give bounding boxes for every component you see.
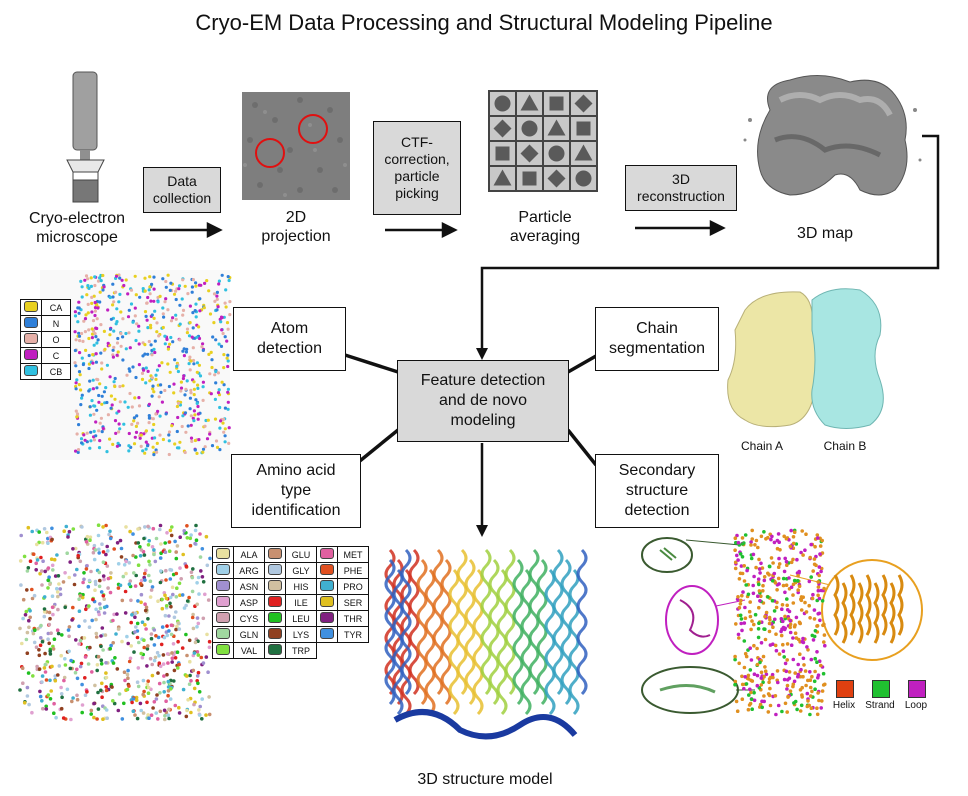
ctf-step: CTF- correction, particle picking (373, 121, 461, 215)
amino-legend: ALA GLU MET ARG GLY PHE ASN HIS PRO ASP ILE SER CYS L… (212, 546, 369, 659)
atom-swatch (20, 347, 42, 364)
amino-swatch (316, 594, 338, 611)
amino-label: GLY (285, 562, 317, 579)
ss-swatch (908, 680, 926, 698)
amino-label: HIS (285, 578, 317, 595)
amino-swatch (212, 642, 234, 659)
micrograph-image (242, 92, 350, 200)
amino-swatch (212, 594, 234, 611)
amino-label: LEU (285, 610, 317, 627)
amino-swatch (264, 562, 286, 579)
amino-acid-box: Amino acid type identification (231, 454, 361, 528)
particle-class (547, 119, 566, 136)
amino-swatch (264, 626, 286, 643)
amino-label: GLN (233, 626, 265, 643)
density-map-image (743, 75, 922, 196)
atom-label: CA (41, 299, 71, 316)
atom-swatch (20, 315, 42, 332)
particle-class (495, 146, 510, 161)
amino-swatch (264, 546, 286, 563)
amino-label: TYR (337, 626, 369, 643)
atom-swatch (20, 331, 42, 348)
particle-class (522, 171, 537, 186)
amino-swatch (264, 594, 286, 611)
amino-swatch (264, 610, 286, 627)
amino-label: PRO (337, 578, 369, 595)
ss-label: Strand (865, 700, 895, 711)
averaging-label: Particle averaging (509, 209, 581, 245)
ss-swatch (872, 680, 890, 698)
particle-class (574, 94, 593, 113)
microscope-label: Cryo-electron microscope (28, 210, 126, 246)
atom-swatch (20, 299, 42, 316)
amino-swatch (316, 578, 338, 595)
amino-label: MET (337, 546, 369, 563)
amino-swatch (316, 626, 338, 643)
amino-swatch (316, 562, 338, 579)
particle-class (493, 119, 512, 138)
amino-swatch (316, 610, 338, 627)
particle-class (575, 170, 592, 187)
amino-swatch (212, 626, 234, 643)
amino-swatch (212, 578, 234, 595)
amino-label: ARG (233, 562, 265, 579)
particle-class (521, 120, 538, 137)
amino-swatch (264, 578, 286, 595)
particle-class (548, 145, 565, 162)
particle-class (549, 96, 564, 111)
amino-label: ASN (233, 578, 265, 595)
ss-label: Helix (832, 700, 856, 711)
microscope-icon (66, 71, 105, 203)
amino-swatch (316, 546, 338, 563)
structure-model-label: 3D structure model (417, 771, 553, 788)
amino-label: GLU (285, 546, 317, 563)
particle-class (494, 95, 511, 112)
particle-class (520, 144, 539, 163)
chain-segmentation-box: Chain segmentation (595, 307, 719, 371)
atom-swatch (20, 363, 42, 380)
atom-label: O (41, 331, 71, 348)
atom-label: C (41, 347, 71, 364)
particle-class (493, 169, 512, 186)
page-title: Cryo-EM Data Processing and Structural M… (195, 10, 773, 35)
amino-label: ILE (285, 594, 317, 611)
atom-detection-box: Atom detection (233, 307, 346, 371)
amino-label: VAL (233, 642, 265, 659)
amino-label: ALA (233, 546, 265, 563)
amino-swatch (212, 562, 234, 579)
ss-swatch (836, 680, 854, 698)
amino-swatch (212, 610, 234, 627)
chain-map-image (727, 288, 884, 429)
amino-label: THR (337, 610, 369, 627)
amino-swatch (212, 546, 234, 563)
chain-a-label: Chain A (740, 439, 784, 453)
projection-label: 2D projection (261, 209, 331, 245)
atom-label: CB (41, 363, 71, 380)
atom-label: N (41, 315, 71, 332)
amino-swatch (264, 642, 286, 659)
secondary-structure-image (641, 537, 923, 714)
particle-class (547, 169, 566, 188)
amino-label: CYS (233, 610, 265, 627)
ss-label: Loop (904, 700, 928, 711)
amino-label: ASP (233, 594, 265, 611)
amino-label: LYS (285, 626, 317, 643)
data-collection-step: Data collection (143, 167, 221, 213)
secondary-structure-box: Secondary structure detection (595, 454, 719, 528)
amino-label: SER (337, 594, 369, 611)
amino-label: PHE (337, 562, 369, 579)
chain-b-label: Chain B (823, 439, 867, 453)
amino-label: TRP (285, 642, 317, 659)
feature-detection-box: Feature detection and de novo modeling (397, 360, 569, 442)
particle-class (574, 144, 593, 161)
reconstruction-step: 3D reconstruction (625, 165, 737, 211)
particle-class (576, 121, 591, 136)
map-label: 3D map (796, 225, 854, 242)
particle-class (520, 94, 539, 111)
